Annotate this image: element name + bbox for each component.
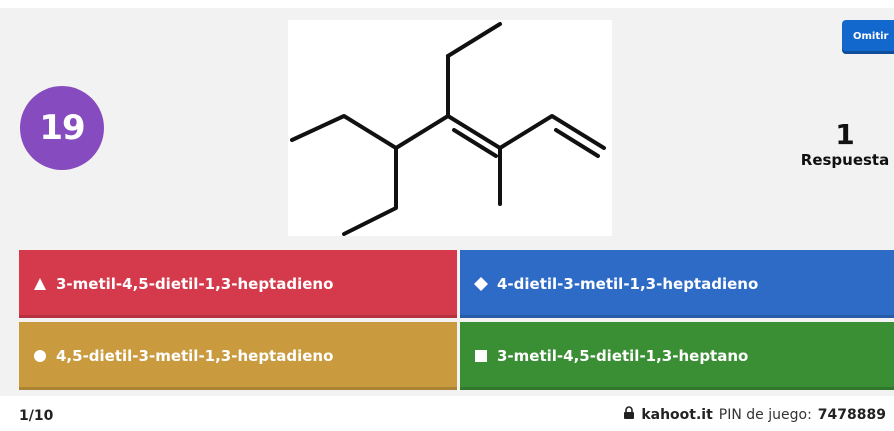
answer-text: 3-metil-4,5-dietil-1,3-heptadieno	[56, 275, 334, 293]
circle-icon	[33, 349, 47, 363]
footer-bar	[0, 396, 894, 431]
answer-count: 1 Respuesta	[790, 120, 894, 170]
answer-option-diamond[interactable]: 4-dietil-3-metil-1,3-heptadieno	[460, 250, 894, 318]
pin-label: PIN de juego:	[718, 406, 812, 423]
timer-value: 19	[39, 108, 85, 148]
lock-icon	[623, 406, 635, 423]
game-pin-info: kahoot.it PIN de juego: 7478889	[623, 406, 886, 423]
answer-text: 4-dietil-3-metil-1,3-heptadieno	[497, 275, 759, 293]
answer-option-circle[interactable]: 4,5-dietil-3-metil-1,3-heptadieno	[19, 322, 457, 390]
top-bar	[0, 0, 894, 8]
square-icon	[474, 349, 488, 363]
answer-option-square[interactable]: 3-metil-4,5-dietil-1,3-heptano	[460, 322, 894, 390]
skip-button[interactable]: Omitir	[842, 20, 894, 54]
question-image	[288, 20, 612, 236]
answer-text: 3-metil-4,5-dietil-1,3-heptano	[497, 347, 749, 365]
game-pin: 7478889	[817, 406, 886, 423]
answer-text: 4,5-dietil-3-metil-1,3-heptadieno	[56, 347, 334, 365]
skeletal-structure-diagram	[290, 22, 606, 236]
countdown-timer: 19	[20, 86, 104, 170]
site-name: kahoot.it	[641, 406, 713, 423]
answer-option-triangle[interactable]: 3-metil-4,5-dietil-1,3-heptadieno	[19, 250, 457, 318]
triangle-icon	[33, 277, 47, 291]
answer-count-number: 1	[835, 118, 855, 151]
question-progress: 1/10	[19, 408, 54, 424]
answer-count-label: Respuesta	[800, 151, 890, 169]
diamond-icon	[474, 277, 488, 291]
